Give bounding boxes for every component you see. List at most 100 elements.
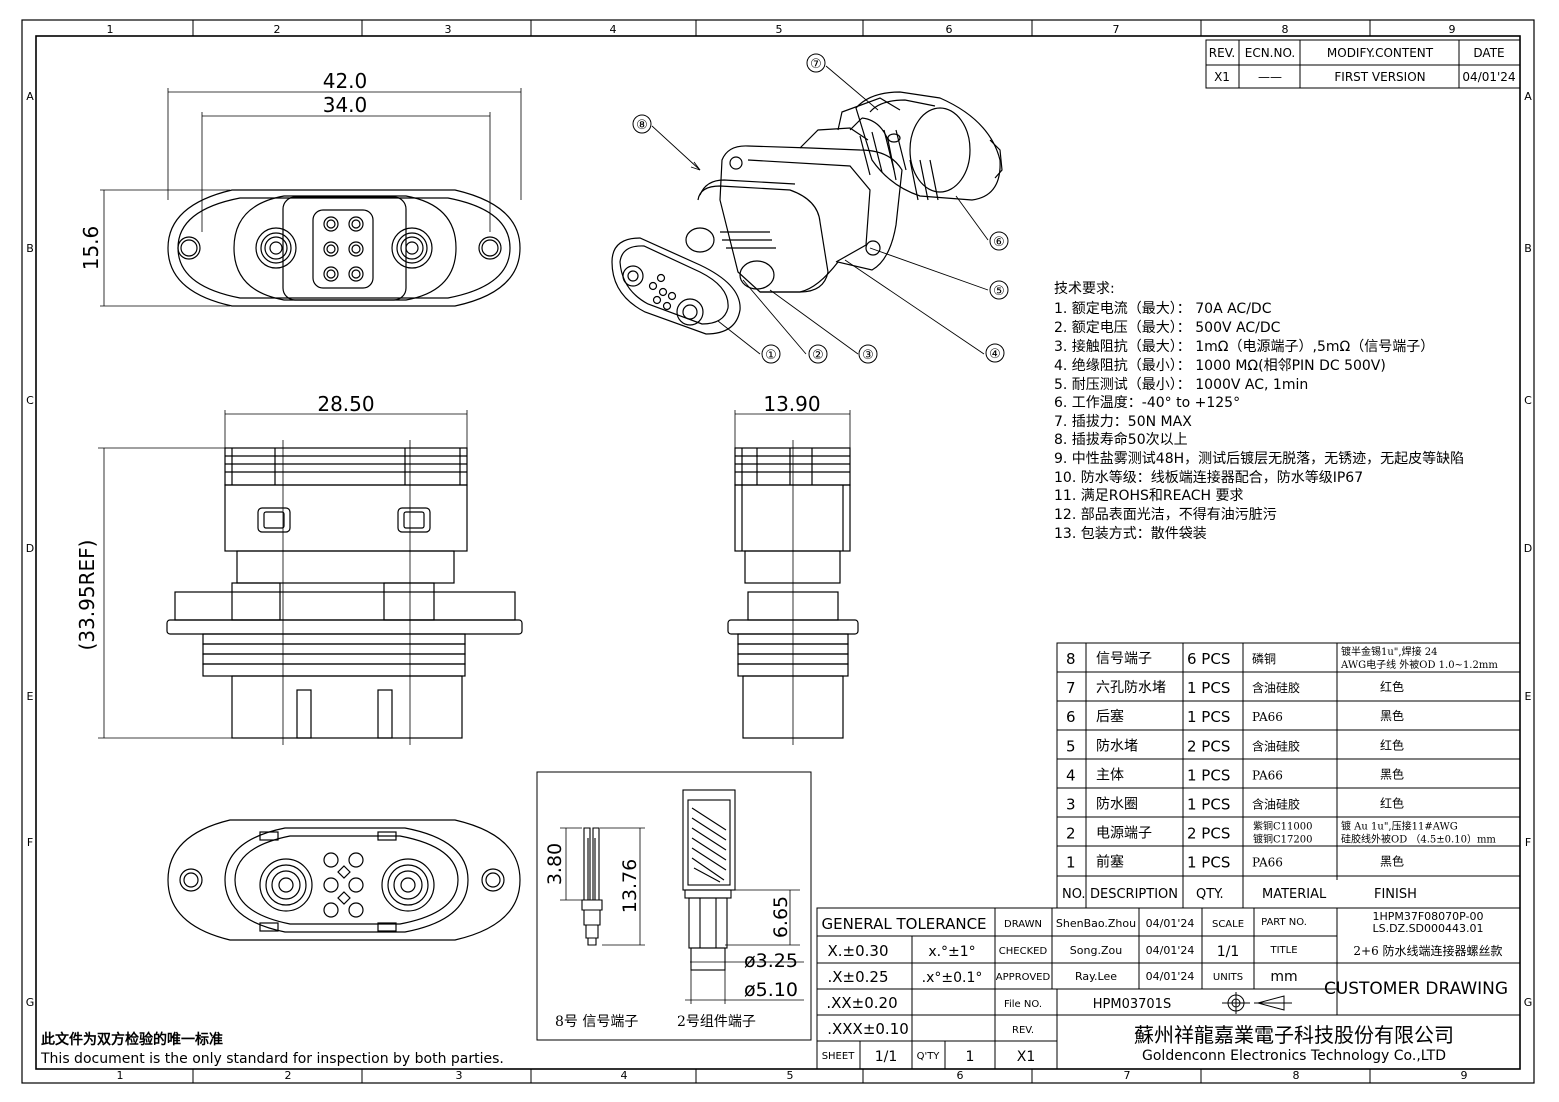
bom-row-description: 六孔防水堵 <box>1096 680 1166 696</box>
dim-15-6: 15.6 <box>79 226 103 271</box>
zone-column-label: 5 <box>787 1069 794 1082</box>
zone-column-label: 4 <box>621 1069 628 1082</box>
rev-header: REV. <box>1209 46 1235 60</box>
zone-column-label: 9 <box>1449 23 1456 36</box>
angle-tolerance-2: .x°±0.1° <box>922 970 983 986</box>
zone-column-label: 1 <box>107 23 114 36</box>
bom-row-qty: 1 PCS <box>1187 854 1230 872</box>
modify-content-header: MODIFY.CONTENT <box>1327 46 1434 60</box>
part-no-label: PART NO. <box>1261 917 1307 928</box>
bom-row-no: 6 <box>1066 708 1076 726</box>
bom-row-material: 含油硅胶 <box>1252 680 1300 695</box>
front-view <box>100 88 522 307</box>
end-view <box>727 410 859 745</box>
qty-label: Q'TY <box>917 1051 941 1062</box>
angle-tolerance-1: x.°±1° <box>928 944 975 960</box>
title-label: TITLE <box>1269 945 1297 956</box>
bom-row-finish: 黑色 <box>1380 855 1404 869</box>
tech-item: 12. 部品表面光洁，不得有油污脏污 <box>1054 506 1277 523</box>
units-value: mm <box>1270 969 1297 985</box>
bom-row-material: PA66 <box>1252 856 1283 870</box>
zone-column-label: 5 <box>776 23 783 36</box>
zone-row-label: G <box>1524 996 1533 1009</box>
zone-row-label: A <box>26 90 34 103</box>
tolerance-1: X.±0.30 <box>827 942 888 960</box>
checked-date: 04/01'24 <box>1146 944 1195 957</box>
bom-header-material: MATERIAL <box>1262 887 1327 902</box>
company-en: Goldenconn Electronics Technology Co.,LT… <box>1142 1048 1446 1064</box>
inner-border <box>35 35 1521 1070</box>
tech-item: 3. 接触阻抗（最大）： 1mΩ（电源端子）,5mΩ（信号端子） <box>1054 338 1434 355</box>
bom-row-finish: 镀 Au 1u",压接11#AWG <box>1341 820 1458 833</box>
zone-row-label: E <box>27 690 34 703</box>
bom-row-finish: 红色 <box>1380 679 1404 694</box>
tech-item: 8. 插拔寿命50次以上 <box>1054 431 1188 448</box>
drawn-date: 04/01'24 <box>1146 917 1195 930</box>
signal-terminal-label: 8号 信号端子 <box>555 1014 638 1030</box>
side-view <box>98 410 523 745</box>
tech-item: 6. 工作温度：-40° to +125° <box>1054 395 1240 411</box>
title-block: GENERAL TOLERANCE X.±0.30 .X±0.25 .XX±0.… <box>816 907 1521 1070</box>
zone-column-label: 8 <box>1282 23 1289 36</box>
zone-column-label: 7 <box>1113 23 1120 36</box>
tech-item: 9. 中性盐雾测试48H，测试后镀层无脱落，无锈迹，无起皮等缺陷 <box>1054 450 1464 467</box>
drawing-title: 2+6 防水线端连接器螺丝款 <box>1353 943 1502 958</box>
note-cn: 此文件为双方检验的唯一标准 <box>41 1031 223 1048</box>
bom-header-no: NO. <box>1062 887 1086 902</box>
tech-item: 5. 耐压测试（最小）： 1000V AC, 1min <box>1054 377 1308 393</box>
tech-item: 4. 绝缘阻抗（最小）： 1000 MΩ(相邻PIN DC 500V) <box>1054 358 1386 374</box>
zone-column-label: 6 <box>957 1069 964 1082</box>
scale-value: 1/1 <box>1217 944 1240 960</box>
part-no-value: 1HPM37F08070P-00 <box>1372 910 1483 923</box>
exploded-view <box>611 53 1009 364</box>
callout-2: ② <box>812 348 824 363</box>
callout-8: ⑧ <box>636 118 648 133</box>
bom-row-description: 后塞 <box>1096 708 1124 725</box>
bom-row-description: 防水圈 <box>1096 797 1138 813</box>
qty-value: 1 <box>966 1049 975 1065</box>
dim-6-65: 6.65 <box>770 896 792 938</box>
bom-row-qty: 6 PCS <box>1187 650 1230 668</box>
date-value: 04/01'24 <box>1462 70 1515 84</box>
rev-label: REV. <box>1012 1025 1034 1036</box>
notes: 此文件为双方检验的唯一标准 This document is the only … <box>40 1031 504 1067</box>
callout-5: ⑤ <box>993 284 1005 299</box>
part-front-plug <box>611 237 741 335</box>
bom-row-finish: 红色 <box>1380 796 1404 811</box>
checked-by: Song.Zou <box>1070 944 1122 957</box>
bom-row-qty: 1 PCS <box>1187 708 1230 726</box>
projection-symbol-icon <box>1222 992 1292 1014</box>
terminal-detail <box>536 771 812 1041</box>
dim-33-95-ref: (33.95REF) <box>75 540 99 651</box>
date-header: DATE <box>1473 46 1504 60</box>
zone-row-label: F <box>27 836 33 849</box>
approved-date: 04/01'24 <box>1146 970 1195 983</box>
tolerance-4: .XXX±0.10 <box>827 1020 909 1038</box>
tolerance-3: .XX±0.20 <box>826 994 897 1012</box>
bom-row-material: 含油硅胶 <box>1252 738 1300 753</box>
company-cn: 蘇州祥龍嘉業電子科技股份有限公司 <box>1134 1023 1454 1047</box>
bom-header-description: DESCRIPTION <box>1090 887 1178 902</box>
bom-row-finish: 黑色 <box>1380 709 1404 723</box>
note-en: This document is the only standard for i… <box>40 1051 504 1067</box>
bom-row-no: 2 <box>1066 825 1076 843</box>
bom-header-finish: FINISH <box>1374 887 1417 902</box>
zone-row-label: A <box>1524 90 1532 103</box>
bom-row-qty: 1 PCS <box>1187 766 1230 784</box>
callout-6: ⑥ <box>993 235 1005 250</box>
tech-requirements: 技术要求: 1. 额定电流（最大）： 70A AC/DC 2. 额定电压（最大）… <box>1054 281 1464 542</box>
callout-7: ⑦ <box>810 57 822 72</box>
rev-value-tb: X1 <box>1017 1049 1036 1065</box>
zone-column-label: 2 <box>274 23 281 36</box>
tech-item: 1. 额定电流（最大）： 70A AC/DC <box>1054 301 1272 317</box>
bom-row-no: 5 <box>1066 737 1076 755</box>
ecn-value: —— <box>1258 70 1282 84</box>
part-no-value-2: LS.DZ.SD000443.01 <box>1372 922 1483 935</box>
bom-row-qty: 2 PCS <box>1187 825 1230 843</box>
tech-item: 10. 防水等级：线板端连接器配合，防水等级IP67 <box>1054 469 1363 486</box>
zone-column-label: 3 <box>445 23 452 36</box>
dim-34: 34.0 <box>323 93 368 117</box>
dim-d5-10: ø5.10 <box>744 979 798 1001</box>
zone-row-label: B <box>26 242 34 255</box>
